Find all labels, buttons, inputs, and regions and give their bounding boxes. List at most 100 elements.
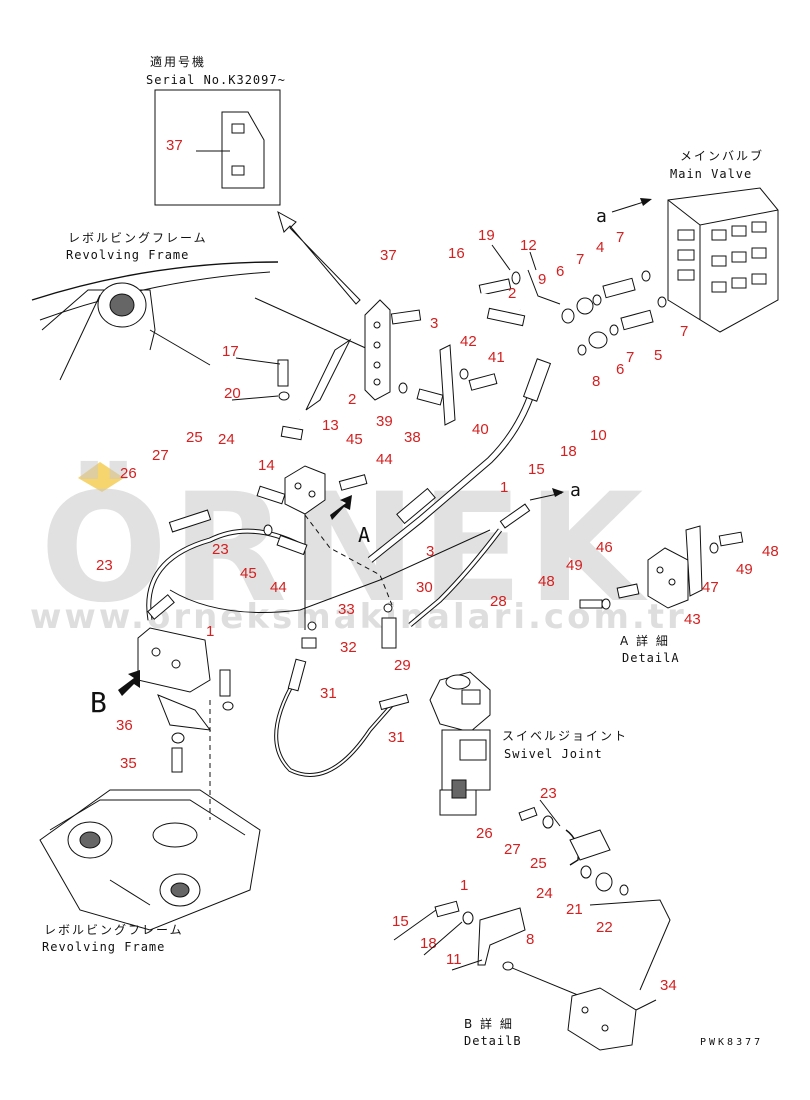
- view-b-arrow: [118, 670, 140, 696]
- detail-b: B 詳 細 DetailB: [434, 806, 637, 1051]
- callout-25a: 25: [186, 429, 203, 446]
- callout-1b: 1: [206, 623, 214, 640]
- swivel-joint-en: Swivel Joint: [504, 747, 603, 761]
- main-valve: メインバルブ Main Valve a: [596, 148, 779, 333]
- callout-27b: 27: [504, 841, 521, 858]
- left-block-b: B: [90, 627, 234, 773]
- callout-1a: 1: [500, 479, 508, 496]
- callout-3b: 3: [426, 543, 434, 560]
- callout-7b: 7: [616, 229, 624, 246]
- valve-fittings-lower: [577, 296, 667, 356]
- applicable-machine-label: 適用号機: [150, 54, 206, 69]
- swivel-joint: スイベルジョイント Swivel Joint: [429, 671, 628, 816]
- callout-33: 33: [338, 601, 355, 618]
- watermark: ÖRNEK www.orneksmakinalari.com.tr: [30, 460, 687, 637]
- callout-21: 21: [566, 901, 583, 918]
- callout-8b: 8: [526, 931, 534, 948]
- callout-7c: 7: [626, 349, 634, 366]
- callout-14: 14: [258, 457, 275, 474]
- callout-16: 16: [448, 245, 465, 262]
- inset-pointer-arrow: [277, 210, 361, 305]
- watermark-accent-shape: [78, 462, 124, 492]
- callout-45b: 45: [240, 565, 257, 582]
- callout-24a: 24: [218, 431, 235, 448]
- callout-27a: 27: [152, 447, 169, 464]
- callout-6a: 6: [556, 263, 564, 280]
- callout-8a: 8: [592, 373, 600, 390]
- callout-3a: 3: [430, 315, 438, 332]
- callout-48b: 48: [762, 543, 779, 560]
- callout-47: 47: [702, 579, 719, 596]
- callout-30: 30: [416, 579, 433, 596]
- callout-36: 36: [116, 717, 133, 734]
- detail-a: A 詳 細 DetailA: [579, 525, 744, 665]
- callout-18b: 18: [420, 935, 437, 952]
- callout-2a: 2: [508, 285, 516, 302]
- callout-44b: 44: [270, 579, 287, 596]
- callout-19: 19: [478, 227, 495, 244]
- callout-38: 38: [404, 429, 421, 446]
- callout-7a: 7: [576, 251, 584, 268]
- callout-23b: 23: [96, 557, 113, 574]
- callout-7d: 7: [680, 323, 688, 340]
- callout-45a: 45: [346, 431, 363, 448]
- detail-b-jp: B 詳 細: [464, 1016, 514, 1031]
- callout-48a: 48: [538, 573, 555, 590]
- main-valve-jp: メインバルブ: [680, 148, 764, 163]
- callout-23c: 23: [540, 785, 557, 802]
- callout-37-inset: 37: [166, 137, 183, 154]
- swivel-joint-jp: スイベルジョイント: [502, 729, 628, 743]
- leader-lines: [209, 297, 671, 1001]
- callout-23a: 23: [212, 541, 229, 558]
- callout-1c: 1: [460, 877, 468, 894]
- callout-24b: 24: [536, 885, 553, 902]
- callout-40: 40: [472, 421, 489, 438]
- center-block: A: [256, 359, 397, 649]
- callout-13: 13: [322, 417, 339, 434]
- revolving-frame-top: レボルビングフレーム Revolving Frame: [31, 231, 279, 381]
- bracket-37: [364, 299, 498, 426]
- valve-fittings-upper: [478, 269, 651, 324]
- drawing-code: PWK8377: [700, 1037, 763, 1048]
- callouts: 19 12 7 4 7 16 6 2 9 37 3 7 5 7 6 8 42 4…: [96, 227, 779, 994]
- callout-22: 22: [596, 919, 613, 936]
- callout-29: 29: [394, 657, 411, 674]
- callout-31a: 31: [320, 685, 337, 702]
- callout-6b: 6: [616, 361, 624, 378]
- callout-11: 11: [446, 951, 462, 968]
- callout-41: 41: [488, 349, 505, 366]
- block-34: [567, 987, 637, 1051]
- callout-34: 34: [660, 977, 677, 994]
- serial-inset: 適用号機 Serial No.K32097~ 37: [146, 54, 361, 305]
- revolving-frame-en-bottom: Revolving Frame: [42, 940, 165, 954]
- callout-12: 12: [520, 237, 537, 254]
- callout-49a: 49: [566, 557, 583, 574]
- detail-b-en: DetailB: [464, 1034, 522, 1048]
- serial-number-label: Serial No.K32097~: [146, 73, 286, 87]
- revolving-frame-jp-top: レボルビングフレーム: [68, 231, 208, 245]
- watermark-url: www.orneksmakinalari.com.tr: [30, 597, 687, 637]
- callout-49b: 49: [736, 561, 753, 578]
- callout-9: 9: [538, 271, 546, 288]
- inset-frame: [154, 89, 281, 206]
- detail-a-jp: A 詳 細: [620, 633, 670, 648]
- callout-46: 46: [596, 539, 613, 556]
- callout-10: 10: [590, 427, 607, 444]
- revolving-frame-jp-bottom: レボルビングフレーム: [44, 923, 184, 937]
- callout-15a: 15: [528, 461, 545, 478]
- callout-2b: 2: [348, 391, 356, 408]
- callout-37: 37: [380, 247, 397, 264]
- callout-18a: 18: [560, 443, 577, 460]
- view-b-label: B: [90, 686, 108, 719]
- view-a-label: A: [358, 523, 371, 547]
- callout-31b: 31: [388, 729, 405, 746]
- callout-15b: 15: [392, 913, 409, 930]
- ref-a-lower: a: [570, 480, 582, 501]
- view-a-arrow: [330, 495, 352, 520]
- inset-bracket: [221, 111, 265, 189]
- callout-44a: 44: [376, 451, 393, 468]
- callout-28: 28: [490, 593, 507, 610]
- callout-17: 17: [222, 343, 239, 360]
- callout-5: 5: [654, 347, 662, 364]
